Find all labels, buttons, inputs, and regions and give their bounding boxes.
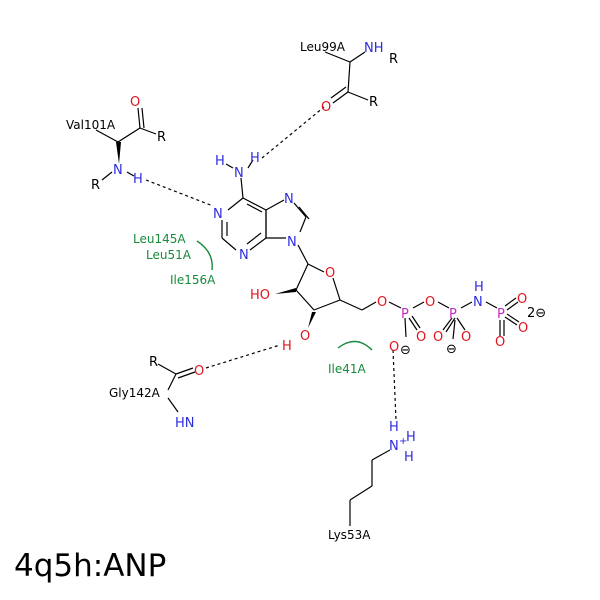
atom-lys53-n: N <box>389 439 399 454</box>
atom-leu99-r2: R <box>369 95 378 110</box>
atom-n3: N <box>239 248 249 263</box>
hydrophobic-arc-ile41 <box>337 340 373 351</box>
atom-gly142-hn: HN <box>175 416 195 431</box>
atom-p-beta-charge: ⊖ <box>446 342 457 357</box>
atom-p-beta-o-right: O <box>461 330 471 345</box>
atom-val101-o: O <box>130 95 140 110</box>
atom-val101-r2: R <box>91 178 100 193</box>
hydrophobic-leu145: Leu145A <box>133 232 186 246</box>
atom-bridge-n: N <box>473 295 483 310</box>
atom-p-beta-o-left: O <box>433 330 443 345</box>
atom-n7: N <box>284 192 294 207</box>
atom-p-alpha-charge: ⊖ <box>400 343 411 358</box>
hbond-leu99-n6 <box>261 106 325 159</box>
atom-o3: O <box>300 329 310 344</box>
atom-lys53-h-top: H <box>389 420 399 435</box>
atom-lys53-h-right: H <box>406 430 416 445</box>
residue-lys53: Lys53A <box>328 528 371 542</box>
hydrophobic-leu51: Leu51A <box>146 248 192 262</box>
hydrophobic-ile41: Ile41A <box>328 362 367 376</box>
hydrophobic-ile156: Ile156A <box>170 273 216 287</box>
hydrophobic-arcs <box>196 240 373 351</box>
atom-o-bridge-1: O <box>425 295 435 310</box>
residue-val101: Val101A <box>66 118 116 132</box>
atom-p-gamma-o-top: O <box>517 292 527 307</box>
atom-o2-ho: HO <box>250 288 270 303</box>
atom-val101-r1: R <box>157 130 166 145</box>
hbond-gly142-o3 <box>205 344 281 369</box>
hydrophobic-labels: Leu145A Leu51A Ile156A Ile41A <box>133 232 367 376</box>
residue-labels: Leu99A Val101A Gly142A Lys53A <box>66 40 371 542</box>
atom-p-beta: P <box>449 307 457 322</box>
hbond-val101-n1 <box>145 179 214 207</box>
atom-n6-h-top: H <box>250 151 260 166</box>
residue-gly142: Gly142A <box>109 386 161 400</box>
atom-n6: N <box>234 166 244 181</box>
atom-p-alpha-o-down: O <box>389 340 399 355</box>
atom-n6-h-left: H <box>215 154 225 169</box>
atom-o3-h: H <box>282 339 292 354</box>
atom-leu99-r1: R <box>389 52 398 67</box>
atom-p-gamma-o-right: O <box>518 321 528 336</box>
atom-n9: N <box>287 235 297 250</box>
atom-val101-h: H <box>133 172 143 187</box>
atom-leu99-nh: NH <box>364 41 384 56</box>
atom-o4: O <box>325 266 335 281</box>
hydrophobic-arc-pocket <box>196 240 213 271</box>
atom-o5: O <box>377 295 387 310</box>
atom-p-gamma: P <box>497 307 505 322</box>
atom-val101-n: N <box>113 163 123 178</box>
atom-lys53-h-bottom: H <box>404 450 414 465</box>
atom-p-gamma-o-bottom: O <box>495 335 505 350</box>
page-title: 4q5h:ANP <box>14 548 167 584</box>
atom-leu99-o: O <box>321 100 331 115</box>
atom-p-gamma-charge: 2⊖ <box>527 306 546 321</box>
atom-bridge-h: H <box>474 280 484 295</box>
atom-p-alpha: P <box>401 307 409 322</box>
atom-p-alpha-o-right: O <box>416 330 426 345</box>
atom-gly142-o: O <box>194 364 204 379</box>
atom-labels: NH R R O O R N H R H H N N N N N O HO O … <box>91 41 546 465</box>
atom-gly142-r: R <box>149 355 158 370</box>
bonds <box>95 51 520 526</box>
residue-leu99: Leu99A <box>300 40 346 54</box>
hbond-lys53-phosphate <box>392 349 397 421</box>
hydrogen-bonds <box>145 106 397 421</box>
atom-n1: N <box>213 207 223 222</box>
atom-lys53-charge: + <box>399 436 407 447</box>
